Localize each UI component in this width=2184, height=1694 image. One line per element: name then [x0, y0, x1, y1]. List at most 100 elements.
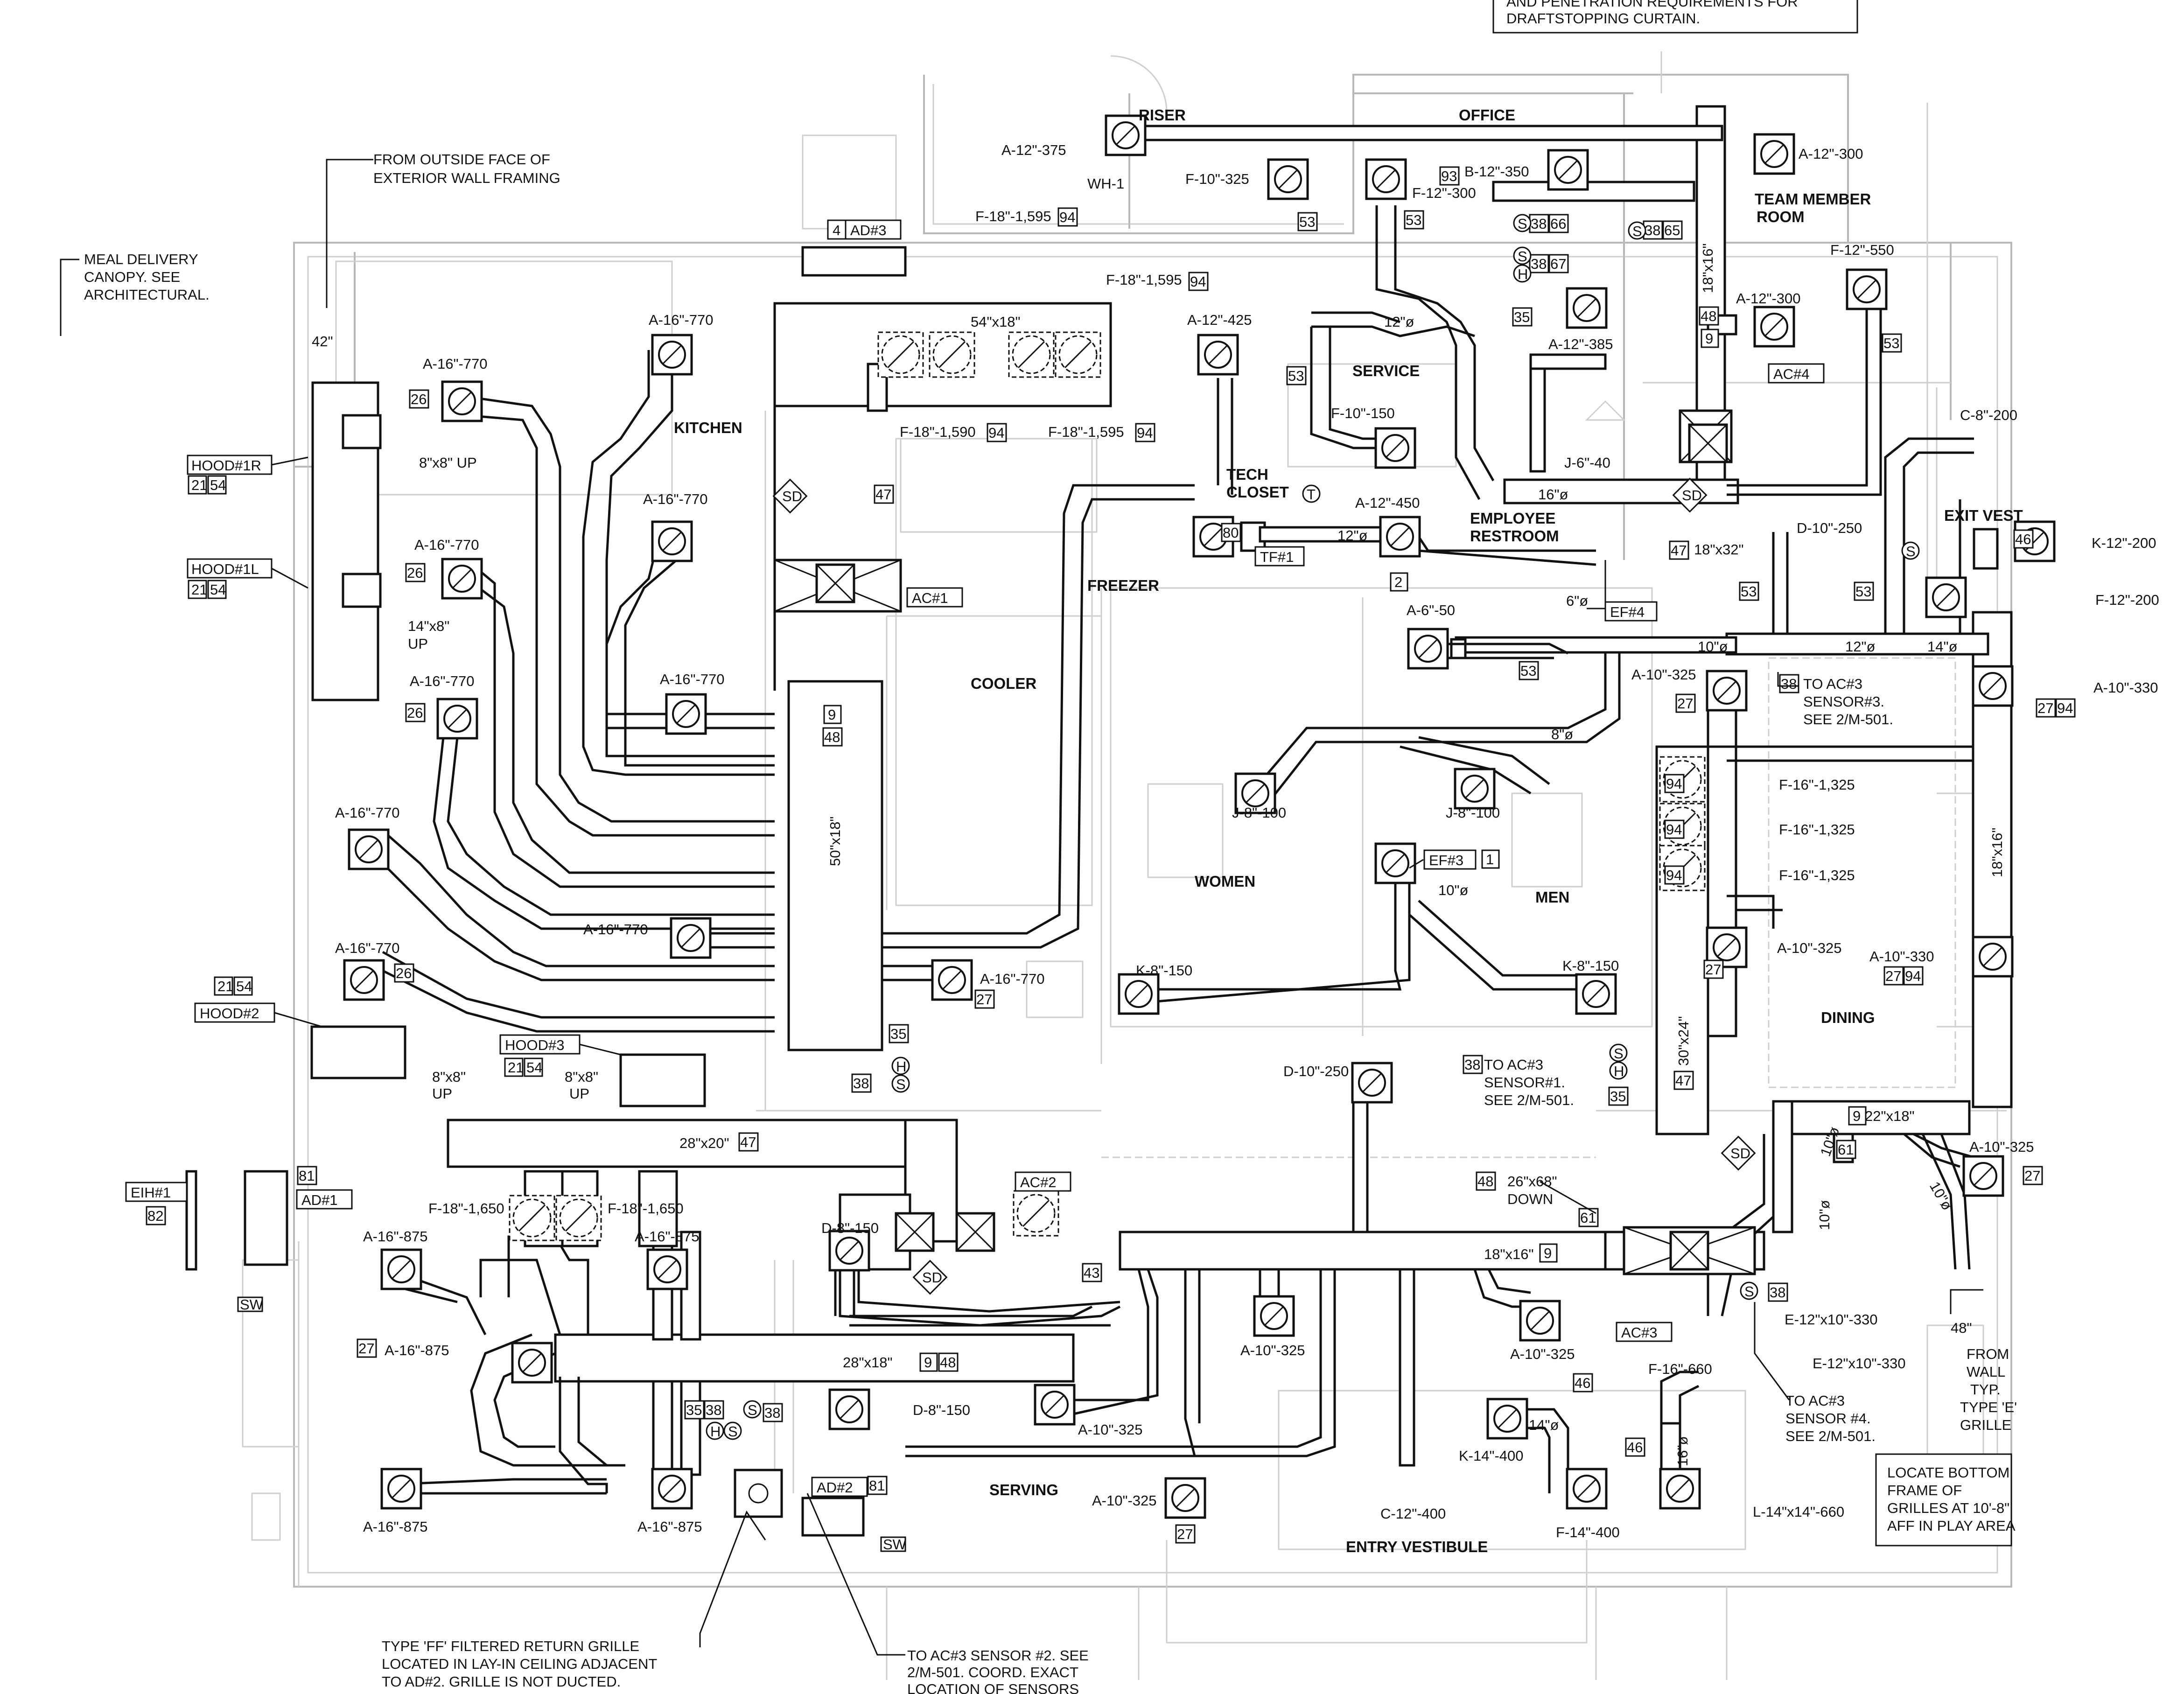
room-entry: ENTRY VESTIBULE: [1346, 1538, 1488, 1555]
label-f16-1325-3: F-16"-1,325: [1779, 867, 1855, 883]
ef3-tag: EF#3: [1429, 852, 1463, 868]
label-16-1: 16"ø: [1538, 486, 1568, 503]
sensor-s-3: S: [1518, 248, 1527, 265]
hood2-tag: HOOD#2: [200, 1005, 259, 1022]
ac3-tag: AC#3: [1621, 1324, 1658, 1341]
label-18x16-3: 18"x16": [1484, 1246, 1533, 1262]
label-10-5: 10"ø: [1816, 1200, 1833, 1230]
label-8x8-3: 8"x8": [565, 1069, 598, 1085]
note-sensor3-2: SENSOR#3.: [1803, 693, 1884, 710]
label-f12-200: F-12"-200: [2095, 592, 2159, 608]
label-8: 8"ø: [1551, 726, 1573, 742]
tag-38-2: 38: [1645, 222, 1660, 238]
tag-46-2: 46: [1575, 1375, 1590, 1391]
label-10-2: 10"ø: [1438, 882, 1468, 898]
tag-27-5: 27: [2024, 1168, 2040, 1184]
sensor-icon: [743, 1400, 762, 1419]
ac2-tag: AC#2: [1020, 1174, 1057, 1190]
note-top-2: DRAFTSTOPPING CURTAIN.: [1506, 10, 1700, 27]
tag-53-5: 53: [1741, 583, 1757, 600]
note-ff-1: TYPE 'FF' FILTERED RETURN GRILLE: [382, 1638, 639, 1654]
tag-94-3: 94: [988, 425, 1004, 441]
sensor-s-6: S: [1614, 1045, 1624, 1062]
label-6: 6"ø: [1566, 593, 1588, 609]
label-18x16-1: 18"x16": [1700, 244, 1716, 293]
tag-38-6: 38: [1781, 676, 1797, 692]
tag-94-9: 94: [1666, 867, 1682, 883]
label-30x24: 30"x24": [1675, 1016, 1692, 1066]
tag-2: 2: [1394, 574, 1402, 590]
note-sensor4-2: SENSOR #4.: [1785, 1410, 1871, 1427]
room-team-1: TEAM MEMBER: [1755, 190, 1871, 208]
top-note-box: [1492, 0, 1858, 34]
label-d10-250-2: D-10"-250: [1283, 1063, 1349, 1079]
sw-tag-2: SW: [883, 1536, 907, 1553]
tag-9-5: 9: [924, 1354, 932, 1371]
sensor-s-1: S: [1518, 216, 1527, 232]
tag-9-2: 9: [828, 707, 836, 723]
label-a16-770-1: A-16"-770: [649, 312, 714, 328]
tag-35-2: 35: [890, 1026, 906, 1042]
tag-47-1: 47: [1671, 542, 1687, 559]
room-kitchen: KITCHEN: [674, 419, 742, 436]
label-a10-325-4: A-10"-325: [1510, 1346, 1575, 1362]
label-a16-770-4: A-16"-770: [414, 537, 479, 553]
tag-26-2: 26: [407, 565, 423, 581]
label-10-1: 10"ø: [1698, 638, 1728, 655]
note-ff-3: TO AD#2. GRILLE IS NOT DUCTED.: [382, 1673, 621, 1690]
sensor-s-2: S: [1632, 223, 1642, 239]
label-a16-770-6: A-16"-770: [410, 673, 475, 689]
label-54x18: 54"x18": [971, 314, 1020, 330]
label-j6-40: J-6"-40: [1564, 455, 1610, 471]
label-a6-50: A-6"-50: [1407, 602, 1455, 618]
label-16-2: 16"ø: [1674, 1436, 1691, 1466]
room-labels: RISER OFFICE TEAM MEMBER ROOM KITCHEN SE…: [674, 106, 2023, 1555]
room-serving: SERVING: [989, 1481, 1058, 1498]
tag-21-3: 21: [217, 978, 233, 994]
sensor-s-4: S: [1906, 543, 1916, 560]
room-dining: DINING: [1821, 1009, 1875, 1026]
sensor-h-1: H: [1518, 266, 1528, 282]
label-a10-325-7: A-10"-325: [1969, 1139, 2034, 1155]
tag-48-1: 48: [1701, 308, 1716, 324]
label-c12-400: C-12"-400: [1380, 1505, 1446, 1522]
tag-35-1: 35: [1514, 309, 1530, 325]
room-office: OFFICE: [1459, 106, 1515, 124]
tag-53-6: 53: [1855, 583, 1871, 600]
label-j8-100-1: J-8"-100: [1232, 805, 1286, 821]
label-f14-400: F-14"-400: [1556, 1524, 1620, 1540]
label-a12-375: A-12"-375: [1001, 142, 1066, 158]
room-men: MEN: [1535, 889, 1569, 906]
note-down-2: DOWN: [1507, 1191, 1553, 1207]
sd-label-1: SD: [782, 488, 802, 504]
label-a16-875-5: A-16"-875: [637, 1519, 702, 1535]
label-j8-100-2: J-8"-100: [1446, 805, 1500, 821]
tag-94-5: 94: [2057, 700, 2073, 716]
note-locate-4: AFF IN PLAY AREA: [1887, 1518, 2016, 1534]
tag-47-4: 47: [1675, 1072, 1691, 1089]
humidity-sensor-icon: [706, 1421, 724, 1440]
tag-54-2: 54: [210, 581, 226, 598]
label-18x32: 18"x32": [1694, 541, 1743, 558]
label-f18-1650-2: F-18"-1,650: [608, 1200, 684, 1217]
sensor-icon: [1740, 1281, 1758, 1300]
label-28x18: 28"x18": [843, 1354, 892, 1371]
label-28x20: 28"x20": [679, 1135, 729, 1151]
eih1-tag: EIH#1: [131, 1184, 171, 1201]
humidity-sensor-icon: [1513, 264, 1532, 283]
sw-tag-1: SW: [240, 1296, 264, 1313]
note-meal-3: ARCHITECTURAL.: [84, 287, 210, 303]
label-k8-150-1: K-8"-150: [1136, 962, 1192, 979]
tag-38-4: 38: [853, 1075, 869, 1092]
room-tech-1: TECH: [1226, 466, 1268, 483]
tag-81-2: 81: [869, 1477, 885, 1494]
tag-21-2: 21: [191, 581, 207, 598]
label-k12-200: K-12"-200: [2092, 535, 2156, 551]
label-k14-400: K-14"-400: [1459, 1448, 1524, 1464]
label-a16-875-2: A-16"-875: [635, 1228, 700, 1245]
note-wall-4: TYPE 'E': [1960, 1399, 2017, 1415]
room-freezer: FREEZER: [1087, 577, 1159, 594]
label-f18-1595-c: F-18"-1,595: [1048, 424, 1124, 440]
tag-38-7: 38: [1770, 1284, 1785, 1301]
